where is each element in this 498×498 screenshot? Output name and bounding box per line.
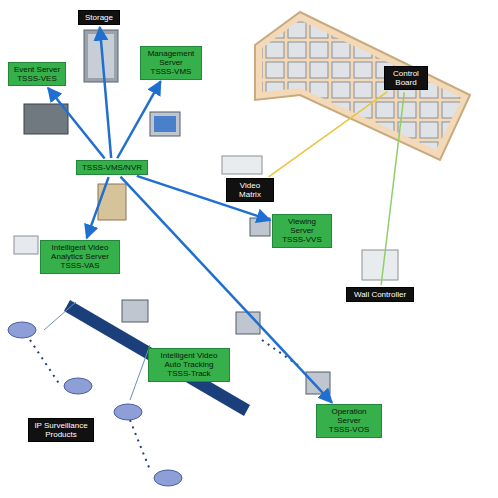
server-box: Operation ServerTSSS-VOS [316, 404, 382, 438]
network-arrow [137, 176, 270, 220]
node-model: TSSS-VOS [320, 425, 378, 434]
video-matrix-device [222, 156, 262, 174]
video-link [381, 92, 404, 285]
analytics-device [14, 236, 38, 254]
device-label: Video Matrix [226, 178, 274, 202]
event-server-machine [24, 104, 68, 134]
viewing-pc [250, 218, 270, 236]
camera-link [44, 302, 76, 330]
camera-link [130, 345, 150, 400]
node-model: TSSS-VAS [44, 261, 116, 270]
node-title: Intelligent Video Auto Tracking [152, 351, 226, 369]
camera [114, 404, 142, 420]
management-pc [150, 112, 180, 136]
node-model: TSSS-Track [152, 369, 226, 378]
network-arrow [120, 177, 331, 403]
node-model: TSSS-VVS [276, 235, 328, 244]
operation-pc [306, 372, 330, 394]
analytics-pc [122, 300, 148, 322]
video-wall [255, 12, 470, 160]
node-model: TSSS-VES [12, 74, 62, 83]
camera-dots [130, 420, 150, 470]
node-title: Storage [82, 13, 116, 22]
server-box: Management ServerTSSS-VMS [140, 46, 202, 80]
server-box: Intelligent Video Analytics ServerTSSS-V… [40, 240, 120, 274]
node-title: Video Matrix [230, 181, 270, 199]
node-title: Management Server [144, 49, 198, 67]
node-title: IP Surveillance Products [32, 421, 90, 439]
node-title: Intelligent Video Analytics Server [44, 243, 116, 261]
network-arrow [100, 27, 111, 158]
camera [8, 322, 36, 338]
node-model: TSSS-VMS [144, 67, 198, 76]
network-band [64, 300, 250, 416]
node-title: Viewing Server [276, 217, 328, 235]
node-title: Operation Server [320, 407, 378, 425]
central-server [98, 184, 126, 220]
server-box: Viewing ServerTSSS-VVS [272, 214, 332, 248]
management-pc-screen [154, 116, 176, 132]
server-box: Event ServerTSSS-VES [8, 62, 66, 86]
server-box: Intelligent Video Auto TrackingTSSS-Trac… [148, 348, 230, 382]
wall-controller-device [362, 250, 398, 280]
video-link [269, 92, 388, 177]
camera [154, 470, 182, 486]
node-title: TSSS-VMS/NVR [80, 163, 144, 172]
node-title: Event Server [12, 65, 62, 74]
camera [64, 378, 92, 394]
network-arrow [87, 177, 109, 238]
node-title: Control Board [388, 69, 424, 87]
network-arrow [117, 81, 160, 158]
wall-screens [262, 20, 462, 150]
device-label: IP Surveillance Products [28, 418, 94, 442]
device-label: Storage [78, 10, 120, 25]
device-label: Control Board [384, 66, 428, 90]
device-label: Wall Controller [346, 287, 414, 302]
network-arrow [48, 88, 105, 159]
server-box: TSSS-VMS/NVR [76, 160, 148, 175]
camera-dots [30, 340, 60, 385]
node-title: Wall Controller [350, 290, 410, 299]
